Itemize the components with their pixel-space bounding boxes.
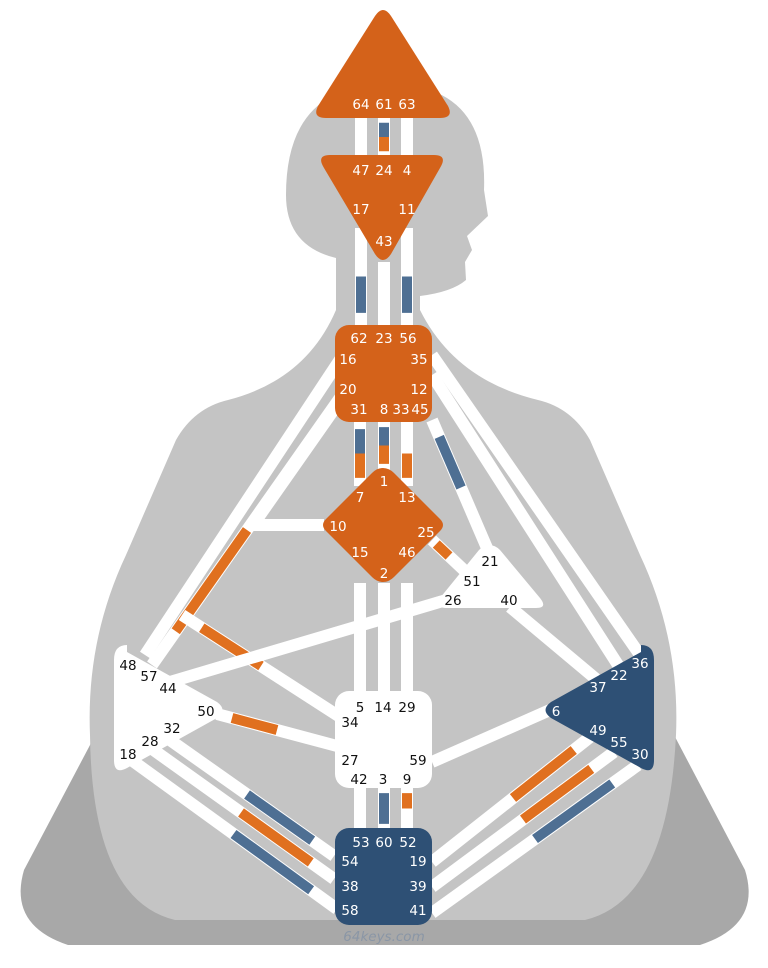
gate-62-label: 62	[350, 331, 367, 347]
gate-42-label: 42	[350, 772, 367, 788]
gate-24-label: 24	[375, 163, 392, 179]
activation-gate-30	[532, 779, 616, 844]
gate-46-label: 46	[398, 545, 415, 561]
gate-41-label: 41	[409, 903, 426, 919]
gate-23-label: 23	[375, 331, 392, 347]
gate-60-label: 60	[375, 835, 392, 851]
gate-2-label: 2	[380, 566, 389, 582]
watermark-text: 64keys.com	[343, 929, 424, 945]
gate-34-label: 34	[341, 715, 358, 731]
channel-40-37	[506, 602, 600, 684]
gate-35-label: 35	[410, 352, 427, 368]
gate-47-label: 47	[352, 163, 369, 179]
gate-9-label: 9	[403, 772, 412, 788]
gate-32-label: 32	[163, 721, 180, 737]
gate-52-label: 52	[399, 835, 416, 851]
gate-54-label: 54	[341, 854, 358, 870]
spleen-center	[114, 645, 223, 771]
gate-20-label: 20	[339, 382, 356, 398]
gate-37-label: 37	[589, 680, 606, 696]
gate-13-label: 13	[398, 490, 415, 506]
gate-27-label: 27	[341, 753, 358, 769]
activation-gate-55	[520, 764, 595, 824]
gate-12-label: 12	[410, 382, 427, 398]
activation-gate-38	[238, 808, 314, 867]
activation-gate-54	[244, 790, 316, 845]
gate-18-label: 18	[119, 747, 136, 763]
channel-16-48	[139, 351, 349, 659]
gate-16-label: 16	[339, 352, 356, 368]
activation-gate-50	[230, 713, 279, 735]
gate-36-label: 36	[631, 656, 648, 672]
gate-53-label: 53	[352, 835, 369, 851]
gate-29-label: 29	[398, 700, 415, 716]
activation-gate-58	[230, 829, 315, 895]
gate-49-label: 49	[589, 723, 606, 739]
head-center	[316, 10, 450, 118]
solar-plexus-center	[545, 645, 654, 771]
ajna-center	[321, 155, 443, 260]
gate-57-label: 57	[140, 669, 157, 685]
gate-64-label: 64	[352, 97, 369, 113]
gate-51-label: 51	[463, 574, 480, 590]
gate-30-label: 30	[631, 747, 648, 763]
gate-26-label: 26	[444, 593, 461, 609]
gate-8-label: 8	[380, 402, 389, 418]
gate-3-label: 3	[379, 772, 388, 788]
gate-61-label: 61	[375, 97, 392, 113]
gate-45-label: 45	[411, 402, 428, 418]
gate-28-label: 28	[141, 734, 158, 750]
root-center	[335, 828, 432, 925]
gate-1-label: 1	[380, 474, 389, 490]
centers	[114, 10, 654, 925]
gate-63-label: 63	[398, 97, 415, 113]
gate-56-label: 56	[399, 331, 416, 347]
gate-44-label: 44	[159, 681, 176, 697]
gate-33-label: 33	[392, 402, 409, 418]
gate-40-label: 40	[500, 593, 517, 609]
gate-31-label: 31	[350, 402, 367, 418]
gate-5-label: 5	[356, 700, 365, 716]
throat-center	[335, 325, 432, 422]
g-center	[323, 468, 443, 582]
heart-center	[438, 545, 544, 608]
activation-gate-25	[432, 540, 453, 560]
activation-gate-49	[509, 746, 577, 802]
channel-59-6	[429, 704, 553, 768]
gate-22-label: 22	[610, 668, 627, 684]
sacral-center	[335, 691, 432, 788]
gate-6-label: 6	[552, 704, 561, 720]
activation-gate-45	[434, 434, 466, 490]
gate-58-label: 58	[341, 903, 358, 919]
gate-25-label: 25	[417, 525, 434, 541]
gate-14-label: 14	[374, 700, 391, 716]
channel-12-22	[426, 371, 624, 669]
channels	[126, 118, 645, 918]
gate-17-label: 17	[352, 202, 369, 218]
gate-7-label: 7	[356, 490, 365, 506]
gate-19-label: 19	[409, 854, 426, 870]
gate-48-label: 48	[119, 658, 136, 674]
channel-35-36	[427, 351, 645, 659]
gate-15-label: 15	[351, 545, 368, 561]
channel-44-26	[168, 592, 455, 688]
gate-21-label: 21	[481, 554, 498, 570]
gate-39-label: 39	[409, 879, 426, 895]
gate-55-label: 55	[610, 735, 627, 751]
gate-11-label: 11	[398, 202, 415, 218]
gate-10-label: 10	[329, 519, 346, 535]
gate-38-label: 38	[341, 879, 358, 895]
gate-4-label: 4	[403, 163, 412, 179]
gate-50-label: 50	[197, 704, 214, 720]
gate-43-label: 43	[375, 234, 392, 250]
gate-59-label: 59	[409, 753, 426, 769]
